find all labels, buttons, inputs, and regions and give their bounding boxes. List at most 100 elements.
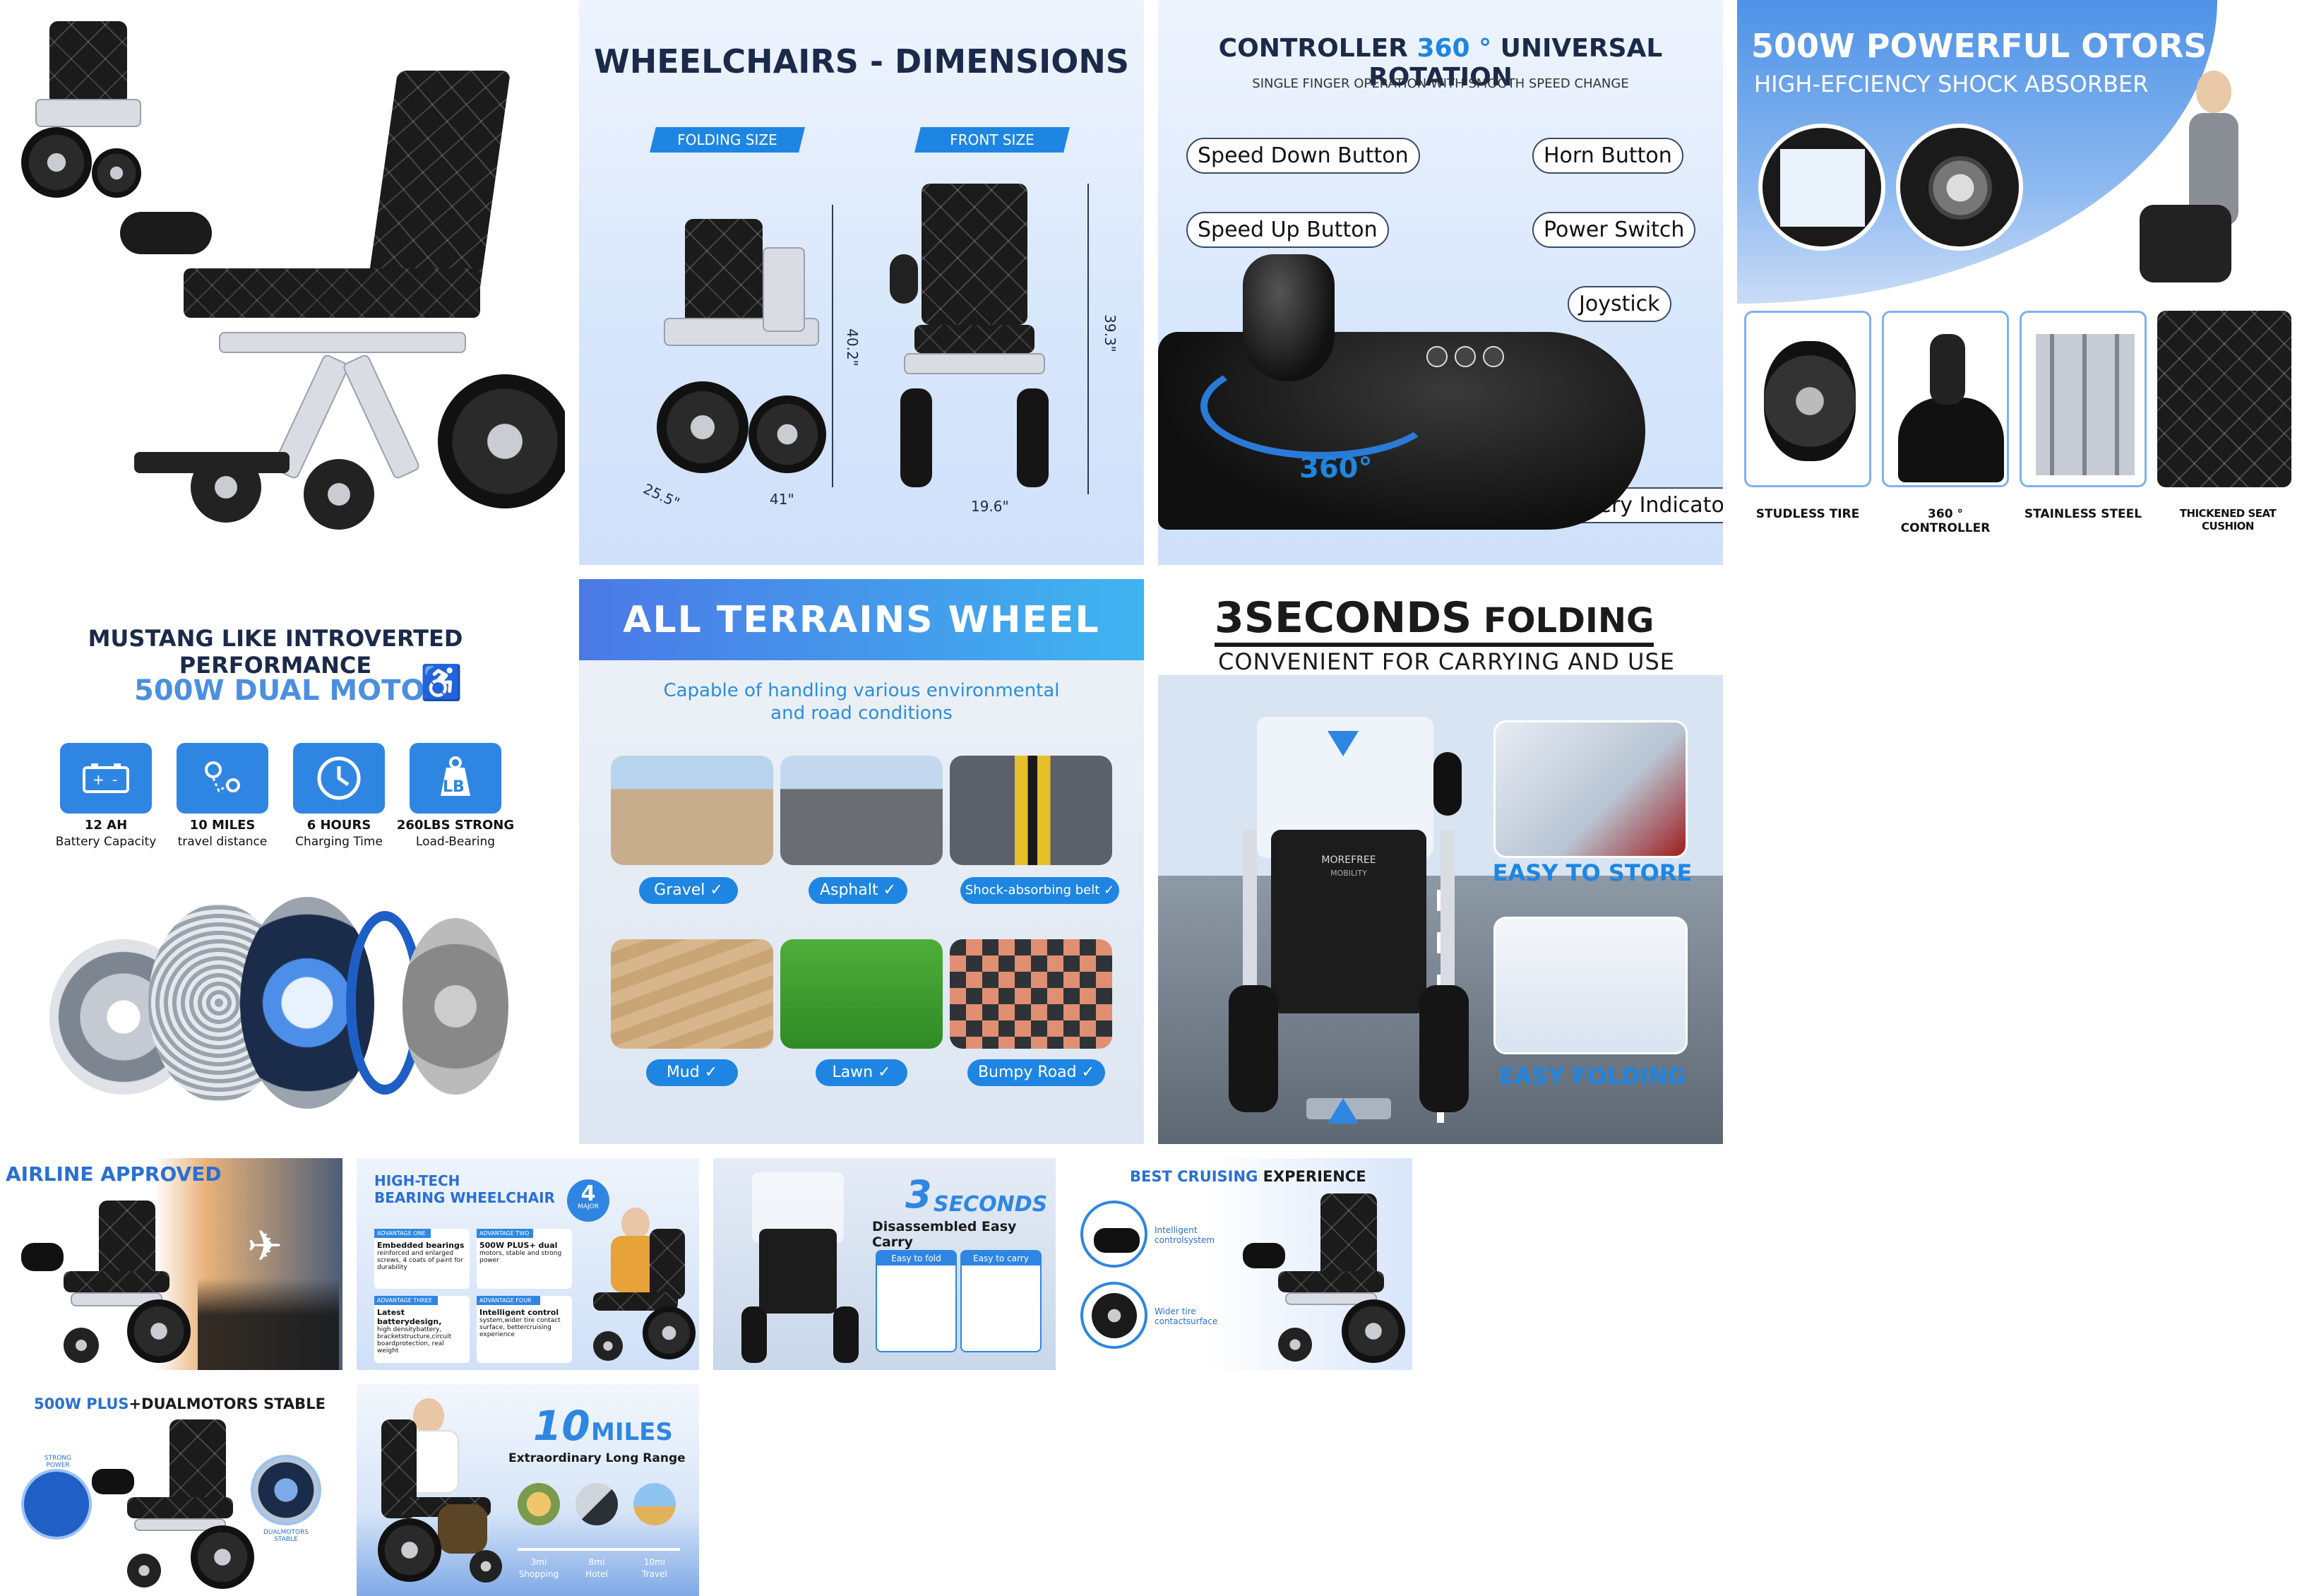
motors-subtitle: HIGH-EFCIENCY SHOCK ABSORBER bbox=[1754, 71, 2149, 97]
stat-value-charging: 6 HOURS bbox=[306, 818, 371, 833]
terrain-label-mud: Mud bbox=[666, 1064, 700, 1081]
travelers-silhouettes bbox=[198, 1278, 339, 1370]
controller-subtitle: SINGLE FINGER OPERATION WITH SMOOTH SPEE… bbox=[1252, 76, 1629, 91]
tire-thumb bbox=[1080, 1282, 1147, 1349]
advantage-body-four: system,wider tire contact surface, bette… bbox=[479, 1317, 561, 1338]
tile-controller: CONTROLLER 360 ° UNIVERSAL ROTATION SING… bbox=[1158, 0, 1723, 565]
terrains-subtitle-line1: Capable of handling various environmenta… bbox=[663, 680, 1060, 701]
terrain-photo-gravel bbox=[611, 756, 773, 865]
controller-buttons bbox=[1426, 346, 1518, 374]
feature-caption-controller: 360 ° CONTROLLER bbox=[1900, 507, 1991, 535]
stop-name-shopping: Shopping bbox=[518, 1569, 559, 1579]
plus-title: 500W PLUS+DUALMOTORS STABLE bbox=[34, 1395, 326, 1412]
stop-name-hotel: Hotel bbox=[585, 1569, 608, 1579]
stop-name-travel: Travel bbox=[642, 1569, 667, 1579]
battery-icon: +- bbox=[60, 743, 152, 814]
terrain-label-bumpy-road: Bumpy Road bbox=[977, 1064, 1077, 1081]
woman-pushing-chair-photo bbox=[2140, 64, 2295, 297]
easy-carry-panel: Easy to carry bbox=[960, 1250, 1042, 1352]
terrain-photo-shock-belt bbox=[950, 756, 1112, 865]
joystick-armrest bbox=[120, 212, 212, 254]
motor-closeup-photo bbox=[1896, 124, 2023, 251]
advantage-card-one: ADVANTAGE ONE Embedded bearings reinforc… bbox=[374, 1229, 470, 1289]
cruising-item-controller: Intelligent controlsystem bbox=[1155, 1225, 1215, 1245]
svg-text:-: - bbox=[112, 771, 117, 788]
folding-size-label: FOLDING SIZE bbox=[677, 131, 777, 148]
feature-caption-tire: STUDLESS TIRE bbox=[1755, 507, 1860, 521]
front-wheelchair-image bbox=[890, 177, 1059, 494]
cruising-title: BEST CRUISING EXPERIENCE bbox=[1130, 1168, 1366, 1185]
stop-dist-travel: 10mi bbox=[643, 1557, 666, 1567]
feature-card-cushion bbox=[2157, 311, 2291, 487]
tile-motors: 500W POWERFUL OTORS HIGH-EFCIENCY SHOCK … bbox=[1737, 0, 2302, 565]
wheelchair-icon: ♿ bbox=[420, 665, 463, 702]
easy-carry-label: Easy to carry bbox=[962, 1251, 1040, 1266]
speed-down-label: Speed Down Button bbox=[1186, 138, 1420, 174]
weight-icon: LB bbox=[410, 743, 501, 814]
stat-label-battery: Battery Capacity bbox=[55, 835, 157, 849]
tile-airline: AIRLINE APPROVED ✈ bbox=[0, 1158, 342, 1370]
disassembled-wheelchair-image bbox=[741, 1165, 861, 1363]
advantage-card-two: ADVANTAGE TWO 500W PLUS+ dual motors, st… bbox=[477, 1229, 572, 1289]
cruising-title-post: EXPERIENCE bbox=[1258, 1168, 1366, 1185]
plus-wheelchair-image bbox=[85, 1419, 254, 1589]
miles-subtitle: Extraordinary Long Range bbox=[508, 1451, 686, 1465]
motors-title: 500W POWERFUL OTORS bbox=[1751, 27, 2207, 65]
feature-caption-steel: STAINLESS STEEL bbox=[2024, 507, 2142, 521]
dimensions-title: WHEELCHAIRS - DIMENSIONS bbox=[593, 42, 1129, 81]
advantage-body-one: reinforced and enlarged screws, 4 coats … bbox=[377, 1250, 463, 1271]
miles-woman-wheelchair-image bbox=[371, 1391, 512, 1589]
map-pin-icon bbox=[177, 743, 268, 814]
cruising-title-pre: BEST CRUISING bbox=[1130, 1168, 1258, 1185]
stat-label-distance: travel distance bbox=[177, 835, 268, 849]
miles-unit: MILES bbox=[591, 1418, 673, 1446]
shopping-stop-icon bbox=[518, 1483, 560, 1525]
major-badge-text: MAJOR bbox=[578, 1203, 599, 1210]
terrain-tag-lawn: Lawn ✓ bbox=[816, 1059, 907, 1086]
tile-cruising: BEST CRUISING EXPERIENCE Intelligent con… bbox=[1070, 1158, 1412, 1370]
travel-stop-icon bbox=[633, 1483, 676, 1525]
terrain-tag-bumpy-road: Bumpy Road ✓ bbox=[967, 1059, 1105, 1086]
airplane-icon: ✈ bbox=[247, 1222, 283, 1270]
weight-icon-text: LB bbox=[443, 778, 465, 796]
terrain-tag-asphalt: Asphalt ✓ bbox=[809, 877, 907, 904]
plus-title-pre: 500W PLUS bbox=[34, 1395, 129, 1412]
seated-woman-wheelchair-image bbox=[579, 1208, 696, 1366]
clock-icon bbox=[293, 743, 385, 814]
feature-card-tire bbox=[1744, 311, 1871, 487]
advantage-tag-three: ADVANTAGE THREE bbox=[374, 1296, 438, 1305]
dualmotors-stable-label: DUALMOTORS STABLE bbox=[263, 1529, 309, 1543]
hightech-title-line2: BEARING WHEELCHAIR bbox=[374, 1189, 555, 1206]
route-line bbox=[518, 1548, 680, 1551]
rotation-arc bbox=[1200, 353, 1441, 459]
advantage-tag-four: ADVANTAGE FOUR bbox=[477, 1296, 540, 1305]
speed-up-label: Speed Up Button bbox=[1186, 212, 1389, 248]
terrain-tag-shock-belt: Shock-absorbing belt ✓ bbox=[960, 877, 1119, 904]
feature-card-controller bbox=[1882, 311, 2009, 487]
advantage-card-four: ADVANTAGE FOUR Intelligent control syste… bbox=[477, 1296, 572, 1363]
tile-disassembled: 3 SECONDS Disassembled Easy Carry Easy t… bbox=[713, 1158, 1056, 1370]
terrain-label-shock-belt: Shock-absorbing belt bbox=[965, 883, 1100, 898]
major-badge: 4 MAJOR bbox=[567, 1179, 609, 1222]
advantage-head-four: Intelligent control bbox=[479, 1308, 559, 1317]
airline-wheelchair-image bbox=[21, 1201, 191, 1363]
arrow-down-icon bbox=[1328, 731, 1359, 756]
advantage-head-one: Embedded bearings bbox=[377, 1241, 465, 1250]
disassembled-subtitle: Disassembled Easy Carry bbox=[872, 1219, 1017, 1250]
folded-wheelchair-thumbnail bbox=[14, 7, 148, 212]
strong-power-label: STRONG POWER bbox=[44, 1455, 72, 1469]
easy-fold-label: Easy to fold bbox=[877, 1251, 955, 1266]
feature-caption-cushion: THICKENED SEAT CUSHION bbox=[2179, 507, 2277, 532]
terrain-tag-mud: Mud ✓ bbox=[646, 1059, 738, 1086]
performance-title: MUSTANG LIKE INTROVERTED PERFORMANCE bbox=[88, 625, 463, 679]
front-width-dim: 19.6" bbox=[971, 498, 1009, 515]
major-badge-num: 4 bbox=[580, 1181, 596, 1206]
front-size-label: FRONT SIZE bbox=[950, 131, 1034, 148]
terrain-photo-bumpy-road bbox=[950, 939, 1112, 1049]
dual-motor-subtitle: 500W DUAL MOTOR bbox=[134, 674, 447, 707]
controller-title-post: UNIVERSAL ROTATION bbox=[1368, 34, 1663, 92]
plus-title-post: +DUALMOTORS STABLE bbox=[129, 1395, 326, 1412]
joystick-label: Joystick bbox=[1568, 286, 1671, 322]
battery-pack-thumb bbox=[21, 1469, 92, 1540]
horn-label: Horn Button bbox=[1532, 138, 1683, 174]
